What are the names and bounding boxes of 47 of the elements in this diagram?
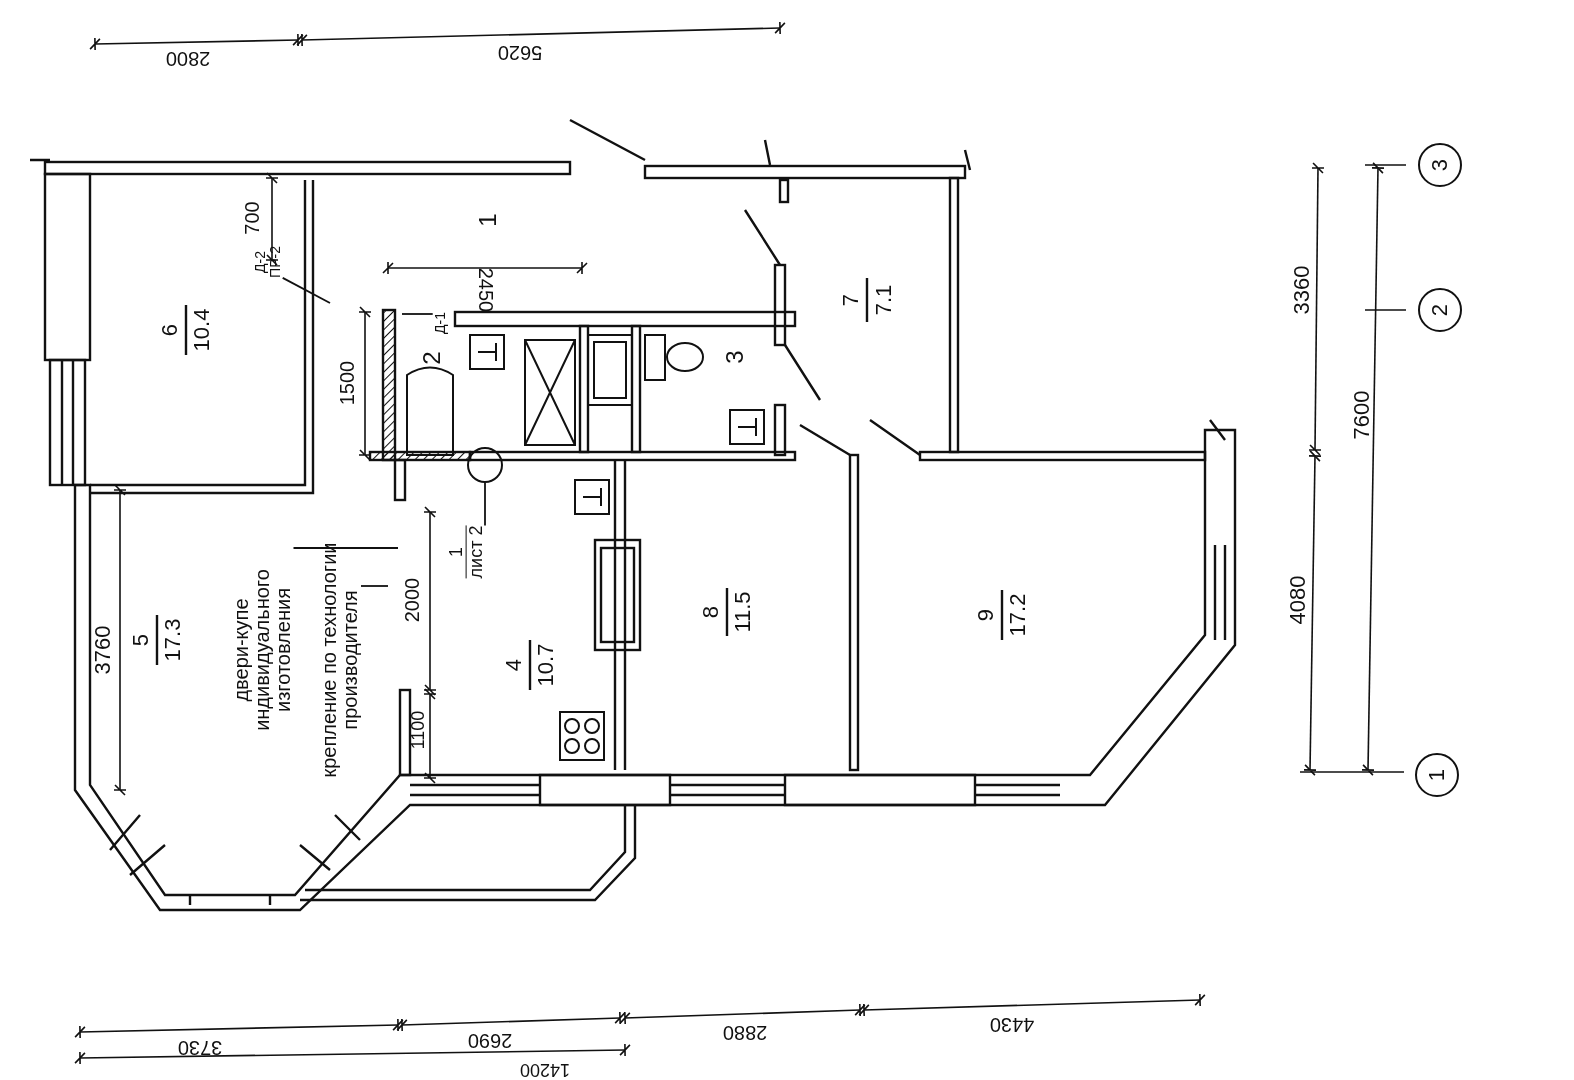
room-area: 17.2 [1006, 593, 1030, 637]
room-number: 3 [722, 350, 748, 364]
leader-line [292, 547, 399, 549]
axis-marker: 3 [1418, 143, 1462, 187]
axis-marker: 2 [1418, 288, 1462, 332]
dimension-value: 2690 [467, 1029, 513, 1051]
room-area: 11.5 [731, 591, 755, 633]
dimension-value: 2450 [474, 267, 496, 313]
leader-line [360, 585, 389, 587]
dimension-value: 4080 [1286, 575, 1310, 625]
dimension-value: 3360 [1290, 265, 1314, 315]
axis-marker: 1 [1415, 753, 1459, 797]
leader-line [281, 277, 331, 304]
room-area: 17.3 [161, 618, 185, 662]
dimension-value: 2000 [401, 577, 423, 623]
door-mark: Д-1 [432, 312, 448, 334]
room-number: 6 [158, 323, 182, 337]
dimension-value: 3730 [177, 1036, 223, 1058]
section-callout-text: 1 [446, 546, 466, 559]
dimension-value: 2800 [165, 47, 211, 69]
room-number: 7 [839, 293, 863, 307]
room-number: 5 [129, 633, 153, 647]
room-number: 8 [699, 605, 723, 619]
leader-line [401, 313, 434, 315]
door-mark: ПР-2 [268, 246, 283, 278]
door-mark: Д-2 [253, 250, 268, 275]
dimension-value: 700 [241, 201, 263, 235]
dimension-value: 5620 [497, 41, 543, 63]
leader-line [484, 482, 486, 527]
room-area: 7.1 [872, 284, 896, 316]
section-callout-circle [467, 447, 503, 483]
dimension-value: 1500 [336, 360, 358, 406]
dimension-value: 3760 [91, 625, 115, 675]
dimension-value: 2880 [722, 1021, 768, 1043]
section-callout-text: лист 2 [465, 525, 486, 579]
room-number: 2 [419, 351, 445, 365]
room-area: 10.4 [190, 308, 214, 352]
note-text: крепление по технологии производителя [319, 540, 361, 780]
note-text: двери-купе индивидуального изготовления [230, 530, 294, 770]
dimension-value: 4430 [989, 1013, 1035, 1035]
room-number: 1 [475, 213, 501, 227]
dimension-value: 7600 [1350, 390, 1374, 440]
dimension-value: 14200 [519, 1060, 571, 1080]
room-number: 9 [974, 608, 998, 622]
room-number: 4 [502, 658, 526, 672]
dimension-value: 1100 [408, 710, 428, 750]
room-area: 10.7 [534, 643, 558, 687]
